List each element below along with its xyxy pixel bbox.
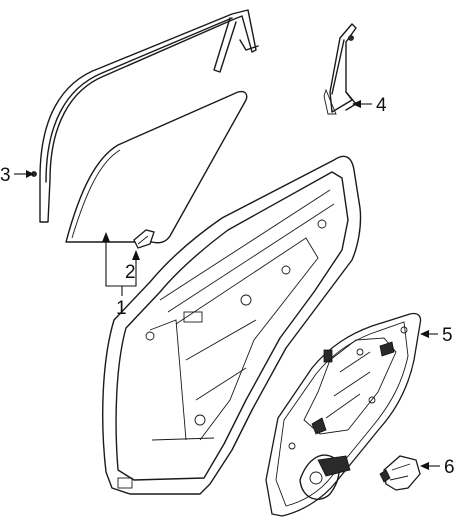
glass-clip (133, 229, 155, 249)
callout-6-leader (420, 462, 440, 470)
glass-run-channel (31, 9, 259, 223)
door-glass (65, 90, 248, 244)
callout-4-leader (352, 100, 372, 108)
callout-4: 4 (376, 95, 387, 116)
callout-2: 2 (125, 262, 136, 283)
callout-5-leader (420, 330, 438, 338)
callout-3: 3 (0, 165, 11, 186)
callout-1-leader (102, 232, 140, 296)
sash-bracket (323, 23, 357, 115)
window-motor (379, 455, 421, 491)
door-inner-panel (102, 155, 362, 495)
window-regulator-module (265, 312, 422, 517)
callout-6: 6 (444, 457, 455, 478)
callout-1: 1 (116, 298, 127, 319)
callout-3-leader (14, 170, 34, 178)
callout-5: 5 (442, 325, 453, 346)
